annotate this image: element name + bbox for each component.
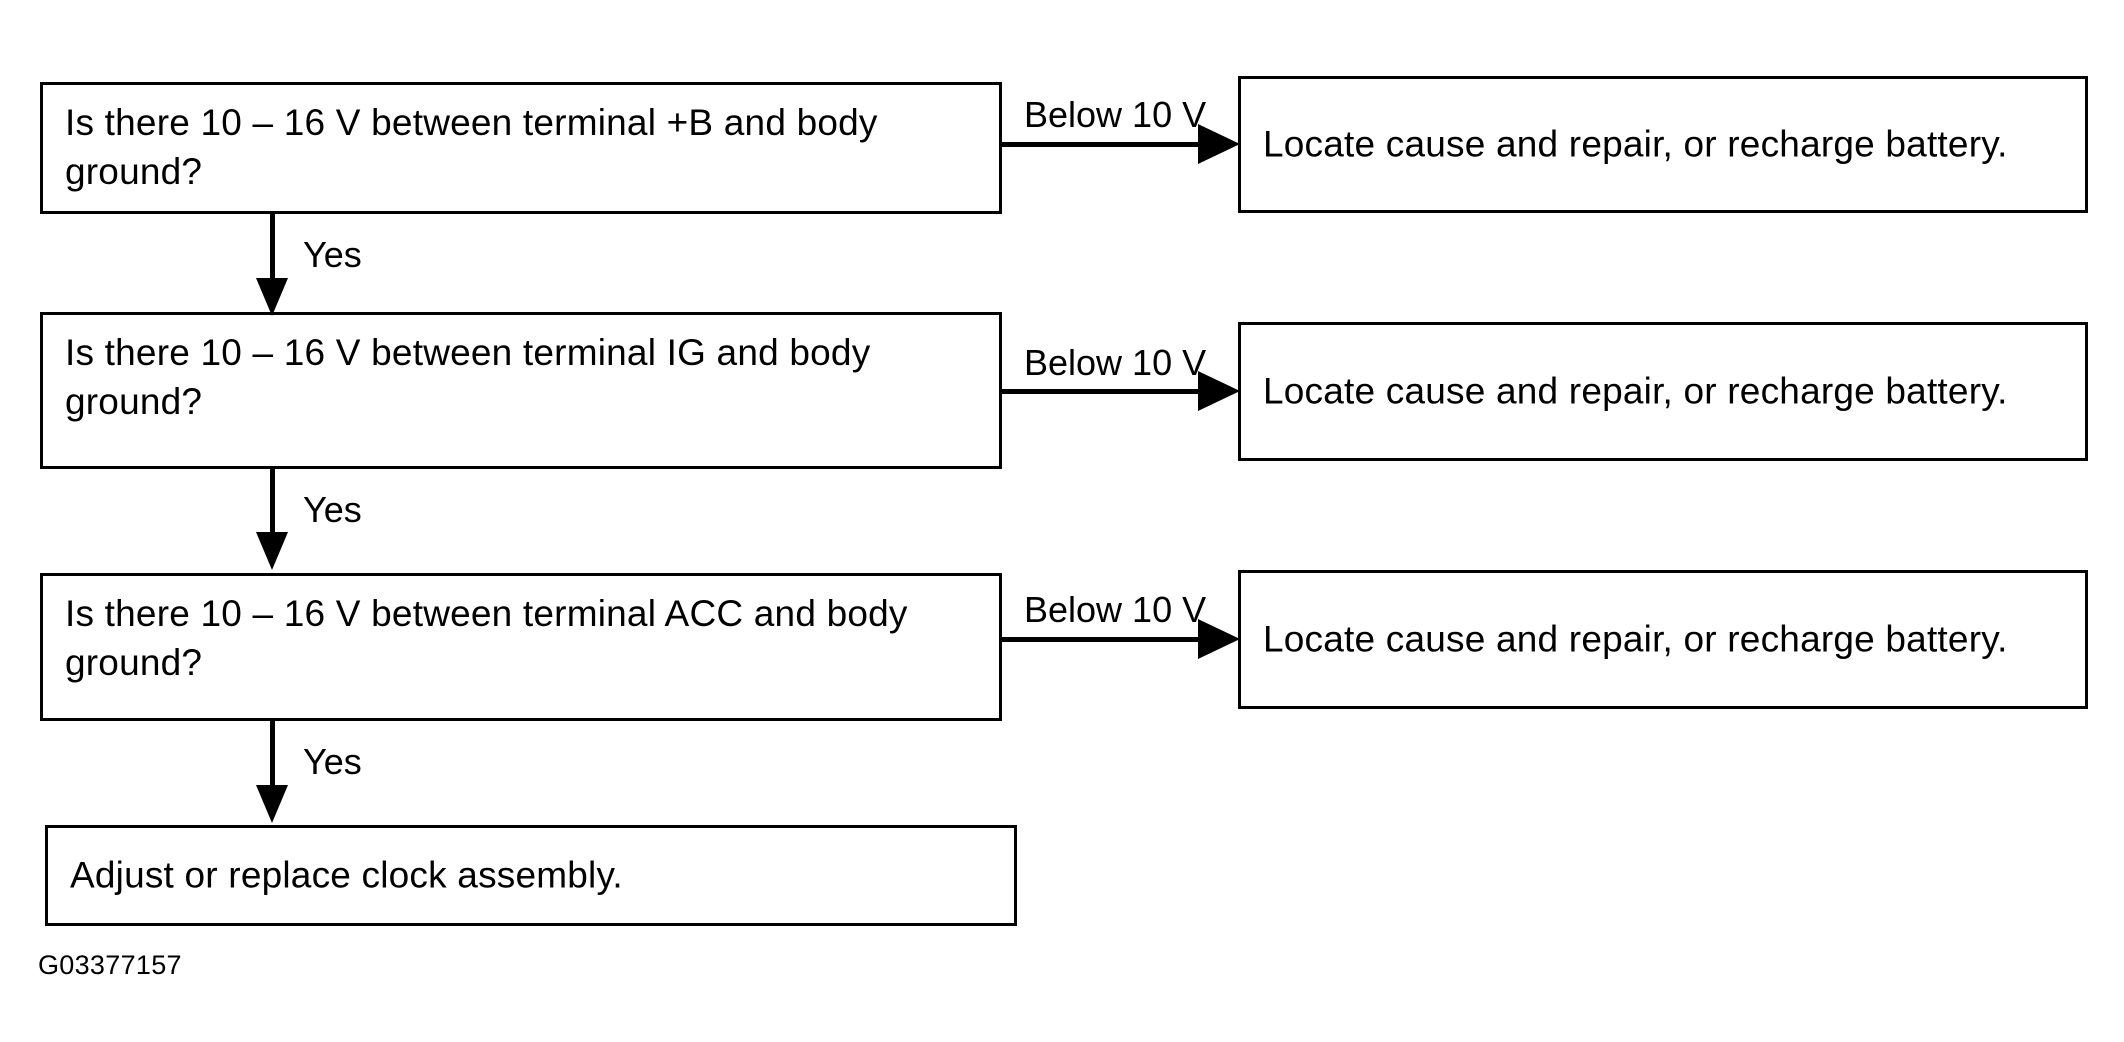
node-repair-battery-ig[interactable]: Locate cause and repair, or recharge bat… [1238,322,2088,461]
arrowhead-right-icon [1198,619,1240,659]
node-check-terminal-b-label: Is there 10 – 16 V between terminal +B a… [65,102,889,192]
node-check-terminal-acc[interactable]: Is there 10 – 16 V between terminal ACC … [40,573,1002,721]
edge-label-below10v-acc: Below 10 V [1024,589,1207,630]
node-repair-battery-acc-label: Locate cause and repair, or recharge bat… [1263,618,2008,660]
arrowhead-right-icon [1198,124,1240,164]
node-check-terminal-ig-label: Is there 10 – 16 V between terminal IG a… [65,332,881,422]
node-check-terminal-b[interactable]: Is there 10 – 16 V between terminal +B a… [40,82,1002,214]
edge-label-yes-acc: Yes [303,741,362,782]
node-repair-battery-acc[interactable]: Locate cause and repair, or recharge bat… [1238,570,2088,709]
node-check-terminal-ig[interactable]: Is there 10 – 16 V between terminal IG a… [40,312,1002,469]
connector-below10v-b-line [1002,142,1208,147]
node-repair-battery-ig-label: Locate cause and repair, or recharge bat… [1263,370,2008,412]
edge-label-below10v-ig: Below 10 V [1024,342,1207,383]
figure-code: G03377157 [38,950,182,980]
node-repair-battery-b[interactable]: Locate cause and repair, or recharge bat… [1238,76,2088,213]
edge-label-below10v-b: Below 10 V [1024,94,1207,135]
node-adjust-clock-assembly[interactable]: Adjust or replace clock assembly. [45,825,1017,926]
edge-label-yes-ig: Yes [303,489,362,530]
connector-yes-b-line [270,214,275,284]
arrowhead-down-icon [256,785,288,823]
node-check-terminal-acc-label: Is there 10 – 16 V between terminal ACC … [65,593,919,683]
connector-yes-acc-line [270,721,275,789]
connector-below10v-acc-line [1002,637,1208,642]
arrowhead-right-icon [1198,371,1240,411]
connector-yes-ig-line [270,469,275,537]
node-adjust-clock-assembly-label: Adjust or replace clock assembly. [70,854,623,896]
arrowhead-down-icon [256,278,288,316]
connector-below10v-ig-line [1002,389,1208,394]
node-repair-battery-b-label: Locate cause and repair, or recharge bat… [1263,123,2008,165]
edge-label-yes-b: Yes [303,234,362,275]
arrowhead-down-icon [256,532,288,570]
